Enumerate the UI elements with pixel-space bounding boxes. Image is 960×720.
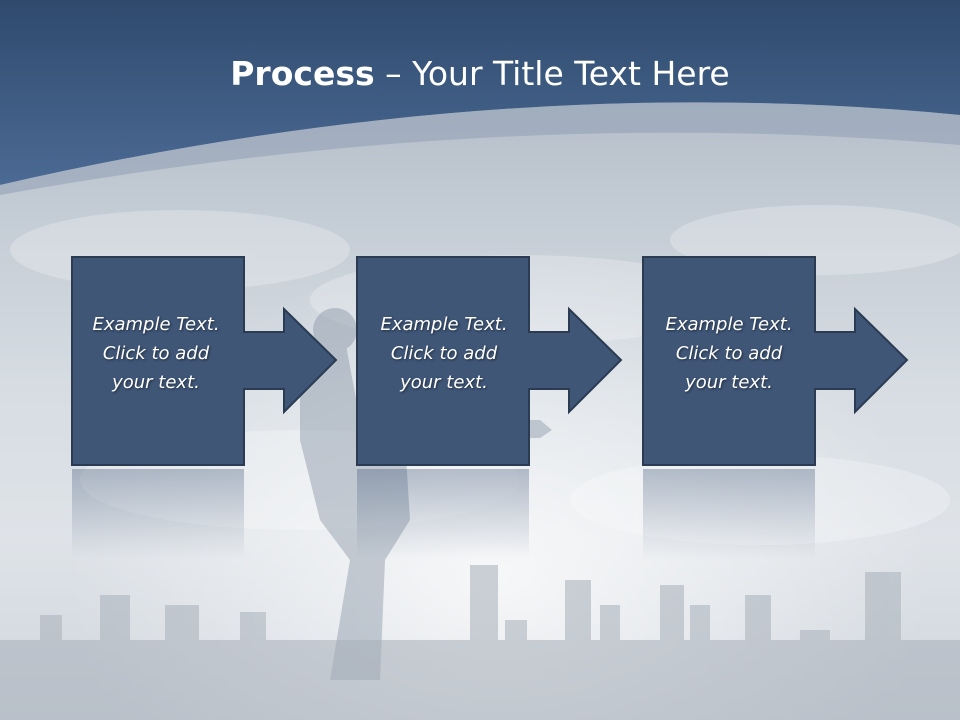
step-3-text[interactable]: Example Text. Click to add your text.	[643, 310, 815, 397]
step-2-arrow-box[interactable]	[356, 256, 623, 466]
step-2-text[interactable]: Example Text. Click to add your text.	[358, 310, 530, 397]
city-skyline	[0, 565, 960, 720]
step-2-line-3: your text.	[400, 372, 488, 393]
slide-title[interactable]: Process – Your Title Text Here	[0, 52, 960, 96]
step-3-line-1: Example Text.	[665, 314, 793, 335]
step-2-line-2: Click to add	[390, 343, 498, 364]
step-3-line-2: Click to add	[675, 343, 783, 364]
step-1-text[interactable]: Example Text. Click to add your text.	[70, 310, 242, 397]
process-steps	[71, 256, 909, 559]
title-rest: – Your Title Text Here	[374, 54, 730, 93]
step-1-reflection	[72, 469, 244, 559]
step-1-arrow-box[interactable]	[71, 256, 338, 466]
header-swoosh	[0, 102, 960, 195]
step-3-arrow-box[interactable]	[642, 256, 909, 466]
step-2-line-1: Example Text.	[380, 314, 508, 335]
step-3-reflection	[643, 469, 815, 559]
step-1-line-1: Example Text.	[92, 314, 220, 335]
header-band	[0, 0, 960, 185]
step-2-reflection	[357, 469, 529, 559]
title-bold: Process	[230, 54, 375, 93]
step-3-line-3: your text.	[685, 372, 773, 393]
step-1-line-2: Click to add	[102, 343, 210, 364]
step-1-line-3: your text.	[112, 372, 200, 393]
